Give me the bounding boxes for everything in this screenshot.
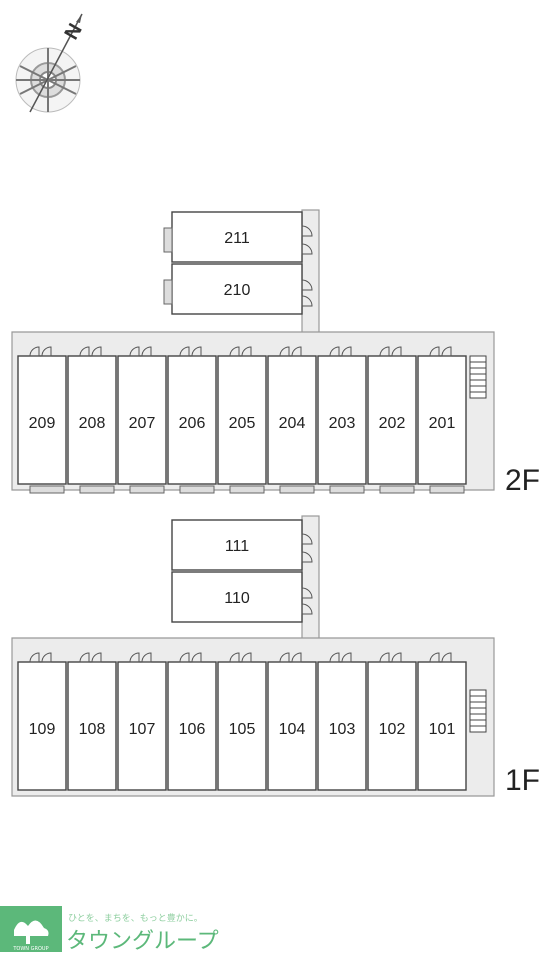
- logo-caption: TOWN GROUP: [12, 946, 48, 952]
- room-106: [167, 661, 217, 791]
- door-icon: [301, 533, 313, 545]
- room-209: [17, 355, 67, 485]
- room-label: 108: [79, 721, 106, 738]
- door-icon: [301, 243, 313, 255]
- room-label: 210: [224, 282, 251, 299]
- room-label: 101: [429, 721, 456, 738]
- door-icon: [301, 551, 313, 563]
- room-label: 111: [225, 538, 249, 555]
- room-label: 110: [224, 590, 250, 607]
- annex-corridor: [301, 209, 320, 335]
- room-210: [171, 263, 303, 315]
- room-label: 209: [29, 415, 56, 432]
- room-109: [17, 661, 67, 791]
- room-label: 107: [129, 721, 156, 738]
- room-label: 105: [229, 721, 256, 738]
- room-211: [171, 211, 303, 263]
- room-label: 208: [79, 415, 106, 432]
- floor-2f: 211 210 209 208 207 206 205 204 203 202 …: [11, 209, 540, 497]
- stairs-icon: [469, 355, 487, 399]
- room-110: [171, 571, 303, 623]
- room-label: 205: [229, 415, 256, 432]
- room-label: 211: [224, 230, 250, 247]
- door-icon: [301, 603, 313, 615]
- balcony: [163, 227, 173, 253]
- room-label: 203: [329, 415, 356, 432]
- room-label: 204: [279, 415, 306, 432]
- balcony: [163, 279, 173, 305]
- room-206: [167, 355, 217, 485]
- room-103: [317, 661, 367, 791]
- room-label: 206: [179, 415, 206, 432]
- room-101: [417, 661, 467, 791]
- door-row: [29, 346, 452, 357]
- door-row: [29, 652, 452, 663]
- compass-rose-icon: [15, 13, 83, 113]
- door-icon: [301, 587, 313, 599]
- room-105: [217, 661, 267, 791]
- room-201: [417, 355, 467, 485]
- brand-name: タウングループ: [66, 929, 219, 954]
- room-107: [117, 661, 167, 791]
- room-102: [367, 661, 417, 791]
- stairs-icon: [469, 689, 487, 733]
- room-207: [117, 355, 167, 485]
- room-111: [171, 519, 303, 571]
- floor-label: 1F: [505, 764, 540, 797]
- brand-tagline: ひとを、まちを、もっと豊かに。: [68, 912, 203, 924]
- brand-logo: TOWN GROUP: [0, 906, 62, 952]
- balcony-row: [29, 485, 465, 494]
- door-icon: [301, 225, 313, 237]
- room-label: 109: [29, 721, 56, 738]
- room-label: 102: [379, 721, 406, 738]
- door-icon: [301, 279, 313, 291]
- room-label: 103: [329, 721, 356, 738]
- floor-label: 2F: [505, 464, 540, 497]
- floor-1f: 111 110 109 108 107 106 105 104 103 102 …: [11, 515, 540, 797]
- room-label: 207: [129, 415, 156, 432]
- room-label: 106: [179, 721, 206, 738]
- door-icon: [301, 295, 313, 307]
- compass-north-label: N: [60, 20, 86, 44]
- room-label: 202: [379, 415, 406, 432]
- room-label: 201: [429, 415, 456, 432]
- room-205: [217, 355, 267, 485]
- room-203: [317, 355, 367, 485]
- room-label: 104: [279, 721, 306, 738]
